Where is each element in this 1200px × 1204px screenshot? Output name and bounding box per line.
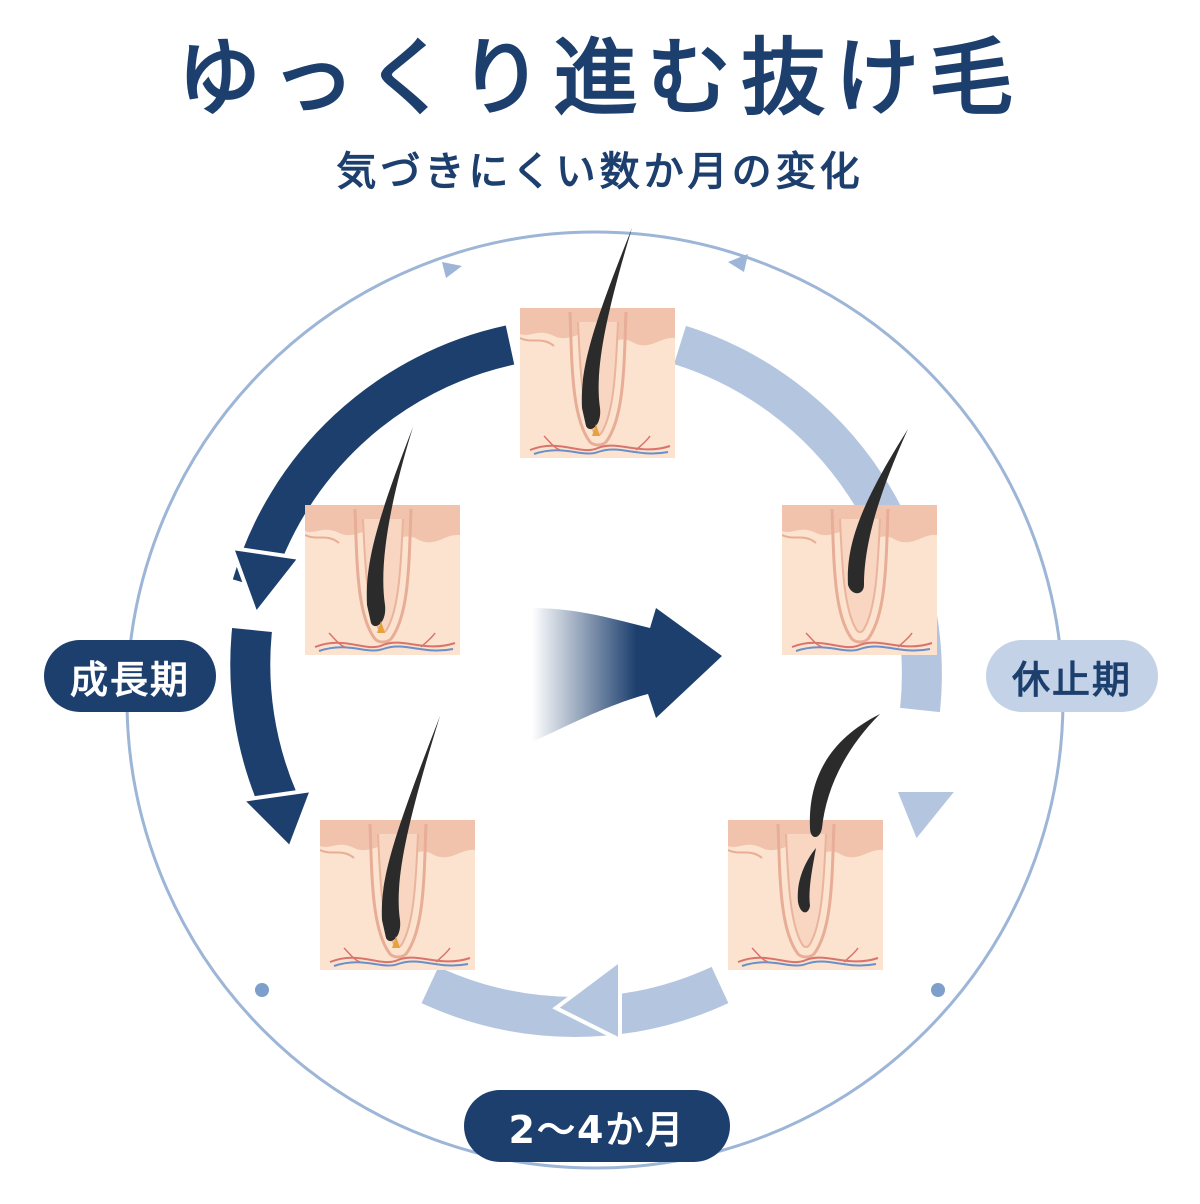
follicle-panel-right-upper [782, 429, 937, 655]
growth-phase-label: 成長期 [44, 640, 216, 712]
ring-arrow-left-icon [442, 262, 462, 278]
follicle-panel-top [520, 228, 675, 458]
growth-arrowhead-lower-icon [237, 787, 316, 852]
duration-label: 2〜4か月 [464, 1090, 730, 1162]
growth-arrowhead-upper-icon [228, 545, 304, 619]
ring-dot-right [931, 983, 945, 997]
follicle-panel-right-lower [728, 714, 883, 970]
progress-arrow-icon [532, 608, 722, 742]
ring-dot-left [255, 983, 269, 997]
follicle-panel-left-lower [320, 716, 475, 970]
growth-arc [232, 325, 515, 591]
rest-phase-label: 休止期 [986, 640, 1158, 712]
page-title: ゆっくり進む抜け毛 [176, 29, 1023, 127]
bottom-arrowhead-icon [552, 956, 622, 1044]
page-subtitle: 気づきにくい数か月の変化 [336, 149, 864, 195]
follicle-panel-left-upper [305, 427, 460, 655]
rest-arrowhead-icon [892, 788, 963, 846]
growth-arc-lower [230, 628, 297, 808]
ring-arrow-right-icon [728, 254, 748, 272]
